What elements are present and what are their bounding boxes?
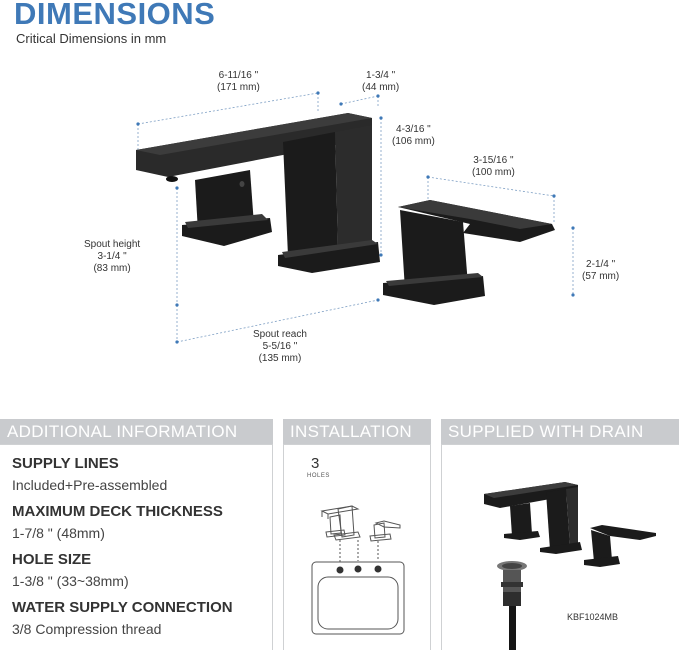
faucet-left-handle-illustration bbox=[182, 170, 272, 246]
dimension-diagram bbox=[136, 91, 575, 344]
faucet-right-handle-illustration bbox=[383, 200, 555, 305]
hole-size-label: HOLE SIZE bbox=[12, 551, 92, 568]
pop-up-drain bbox=[497, 561, 527, 650]
dim-spout-width: 1-3/4 " (44 mm) bbox=[362, 70, 400, 93]
installation-panel bbox=[283, 444, 431, 650]
faucet-drain-illustration bbox=[484, 482, 656, 650]
water-connection-label: WATER SUPPLY CONNECTION bbox=[12, 599, 233, 616]
dimension-endpoints bbox=[136, 91, 575, 344]
installation-heading: INSTALLATION bbox=[283, 419, 431, 444]
dim-body-height: 4-3/16 " (106 mm) bbox=[392, 124, 435, 147]
faucet-spout-illustration bbox=[136, 113, 380, 273]
drain-panel bbox=[441, 444, 679, 650]
page-title: DIMENSIONS bbox=[14, 0, 216, 31]
drain-heading: SUPPLIED WITH DRAIN bbox=[441, 419, 679, 444]
dim-spout-reach: Spout reach 5-5/16 " (135 mm) bbox=[253, 329, 307, 364]
supply-lines-label: SUPPLY LINES bbox=[12, 455, 119, 472]
dim-spout-height: Spout height 3-1/4 " (83 mm) bbox=[84, 239, 141, 274]
page-subtitle: Critical Dimensions in mm bbox=[16, 31, 167, 46]
dim-handle-height: 2-1/4 " (57 mm) bbox=[582, 259, 620, 282]
additional-info-heading: ADDITIONAL INFORMATION bbox=[0, 419, 273, 444]
model-number: KBF1024MB bbox=[567, 612, 619, 622]
dim-handle-length: 3-15/16 " (100 mm) bbox=[472, 155, 515, 178]
supply-lines-value: Included+Pre-assembled bbox=[12, 477, 168, 493]
hole-label: HOLES bbox=[307, 473, 330, 479]
deck-thickness-label: MAXIMUM DECK THICKNESS bbox=[12, 503, 223, 520]
water-connection-value: 3/8 Compression thread bbox=[12, 621, 162, 637]
hole-count: 3 bbox=[311, 455, 320, 472]
dimension-lines bbox=[137, 92, 574, 343]
deck-thickness-value: 1-7/8 " (48mm) bbox=[12, 525, 105, 541]
dim-spout-length: 6-11/16 " (171 mm) bbox=[217, 70, 260, 93]
additional-info-panel bbox=[0, 444, 273, 650]
hole-size-value: 1-3/8 " (33~38mm) bbox=[12, 573, 129, 589]
sink-installation-illustration bbox=[311, 505, 405, 635]
